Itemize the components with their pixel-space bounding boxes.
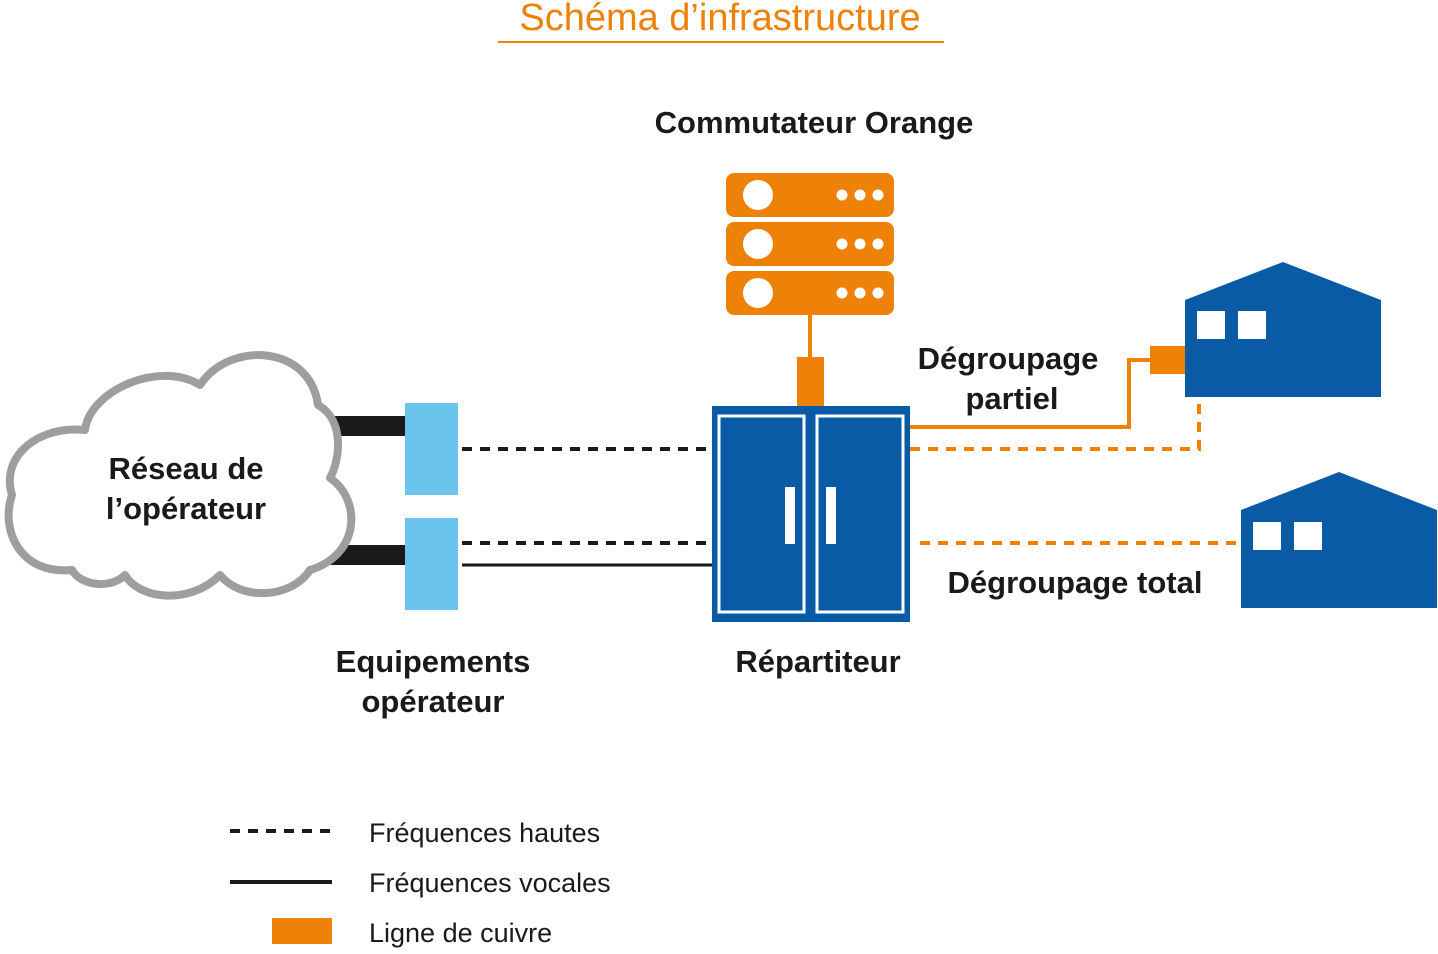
equipment-label-line1: Equipements	[336, 644, 531, 679]
cloud-label-line2: l’opérateur	[106, 491, 266, 526]
legend: Fréquences hautes Fréquences vocales Lig…	[230, 818, 611, 948]
cloud-shape	[4, 351, 356, 600]
cabinet-icon	[712, 406, 910, 622]
cloud-label-line1: Réseau de	[108, 451, 263, 486]
building-partial-icon	[1185, 262, 1381, 397]
distributor-label: Répartiteur	[735, 644, 900, 679]
switch-connector	[797, 357, 824, 406]
legend-copper-label: Ligne de cuivre	[369, 918, 552, 948]
diagram-title: Schéma d’infrastructure	[519, 0, 920, 39]
legend-high-freq-label: Fréquences hautes	[369, 818, 600, 848]
partial-high-freq-line	[910, 404, 1201, 451]
equipment-box-bottom	[405, 518, 458, 610]
partial-label-line2: partiel	[965, 381, 1058, 416]
server-stack-icon	[726, 173, 894, 315]
legend-copper-swatch	[272, 918, 332, 944]
total-label: Dégroupage total	[948, 565, 1203, 600]
equipment-box-top	[405, 403, 458, 495]
building-total-icon	[1241, 472, 1437, 608]
equipment-label-line2: opérateur	[362, 684, 505, 719]
partial-copper-line	[910, 358, 1152, 429]
legend-voice-freq-label: Fréquences vocales	[369, 868, 611, 898]
switch-label: Commutateur Orange	[655, 105, 974, 140]
partial-label-line1: Dégroupage	[918, 341, 1099, 376]
building-connector	[1150, 346, 1185, 374]
